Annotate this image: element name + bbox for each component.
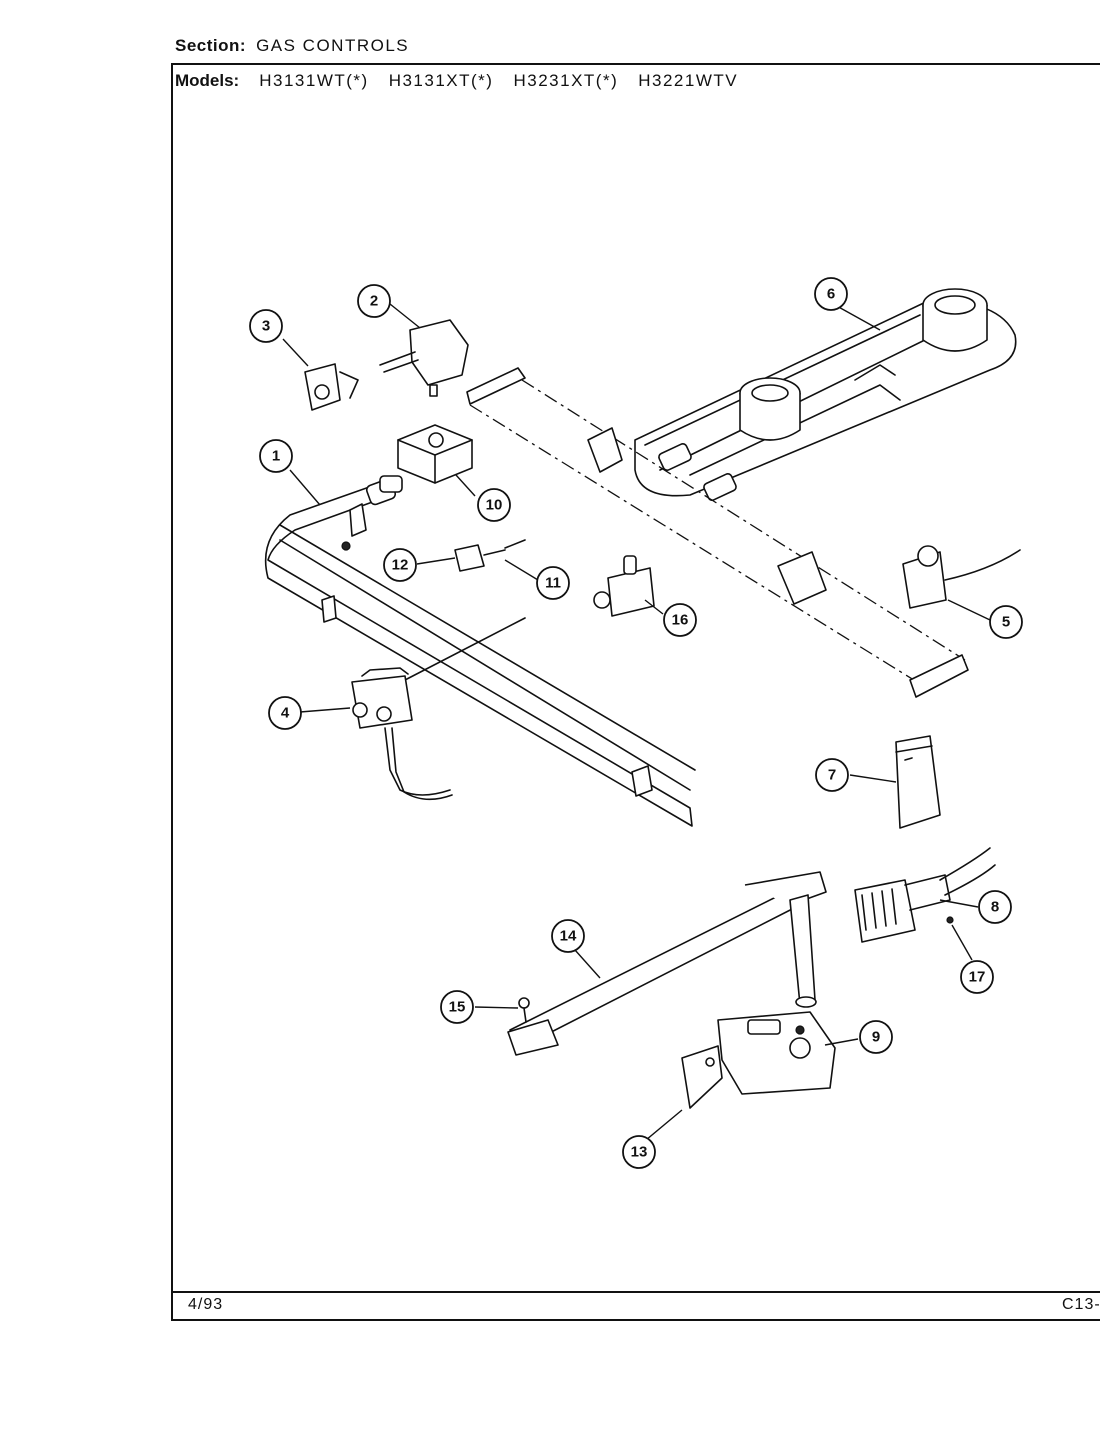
models-heading: Models: H3131WT(*) H3131XT(*) H3231XT(*) H32… (175, 71, 738, 91)
callout-17: 17 (960, 960, 994, 994)
callout-12: 12 (383, 548, 417, 582)
part-2-igniter-switch (379, 319, 469, 397)
model-number: H3231XT(*) (513, 71, 619, 90)
part-9-broil-valve (717, 1011, 836, 1095)
callout-10: 10 (477, 488, 511, 522)
callout-15: 15 (440, 990, 474, 1024)
callout-number: 17 (969, 969, 986, 986)
model-number: H3131WT(*) (259, 71, 369, 90)
callout-4: 4 (268, 696, 302, 730)
part-12-orifice (454, 544, 506, 572)
part-6-top-burner-assembly (634, 288, 1017, 501)
callout-number: 14 (560, 928, 577, 945)
page-code: C13- (1062, 1296, 1100, 1313)
callout-11: 11 (536, 566, 570, 600)
part-8-terminal-block (854, 847, 996, 943)
part-11-tube (404, 539, 526, 681)
callout-number: 8 (991, 899, 999, 916)
part-3-switch-bracket (304, 363, 359, 411)
callout-number: 6 (827, 286, 835, 303)
model-number: H3221WTV (638, 71, 739, 90)
section-value: GAS CONTROLS (256, 36, 410, 55)
part-17-screw (946, 916, 954, 924)
part-4-thermostat (351, 667, 453, 801)
manifold-panel (466, 367, 969, 698)
callout-2: 2 (357, 284, 391, 318)
callout-number: 3 (262, 318, 270, 335)
callout-9: 9 (859, 1020, 893, 1054)
models-label: Models: (175, 71, 240, 90)
part-10-valve-block (379, 424, 473, 493)
callout-number: 12 (392, 557, 409, 574)
callout-bubbles: 1 2 3 4 5 6 7 8 9 10 11 12 13 14 15 16 1… (249, 277, 1023, 1169)
footer-rule (171, 1291, 1100, 1293)
section-label: Section: (175, 36, 247, 55)
revision-date: 4/93 (188, 1296, 224, 1313)
part-15-screw (518, 997, 530, 1023)
callout-number: 10 (486, 497, 503, 514)
callout-13: 13 (622, 1135, 656, 1169)
callout-number: 2 (370, 293, 378, 310)
callout-3: 3 (249, 309, 283, 343)
callout-number: 9 (872, 1029, 880, 1046)
part-5-igniter-bracket (902, 545, 1021, 609)
callout-7: 7 (815, 758, 849, 792)
callout-number: 1 (272, 448, 280, 465)
callout-6: 6 (814, 277, 848, 311)
callout-1: 1 (259, 439, 293, 473)
callout-number: 5 (1002, 614, 1010, 631)
callout-8: 8 (978, 890, 1012, 924)
part-7-igniter (895, 735, 941, 829)
callout-14: 14 (551, 919, 585, 953)
callout-16: 16 (663, 603, 697, 637)
callout-number: 4 (281, 705, 290, 722)
callout-number: 7 (828, 767, 836, 784)
callout-5: 5 (989, 605, 1023, 639)
part-14-broil-burner-tube (507, 871, 827, 1056)
callout-number: 16 (672, 612, 689, 629)
callout-number: 15 (449, 999, 466, 1016)
callout-number: 13 (631, 1144, 648, 1161)
part-1-manifold-pipe (264, 478, 696, 827)
part-13-mounting-bracket (681, 1045, 723, 1109)
leader-lines (282, 303, 991, 1146)
diagram-frame (171, 63, 1100, 1321)
part-16-safety-valve (593, 555, 655, 617)
model-number: H3131XT(*) (388, 71, 494, 90)
section-heading: Section: GAS CONTROLS (175, 36, 409, 56)
callout-number: 11 (545, 575, 561, 592)
